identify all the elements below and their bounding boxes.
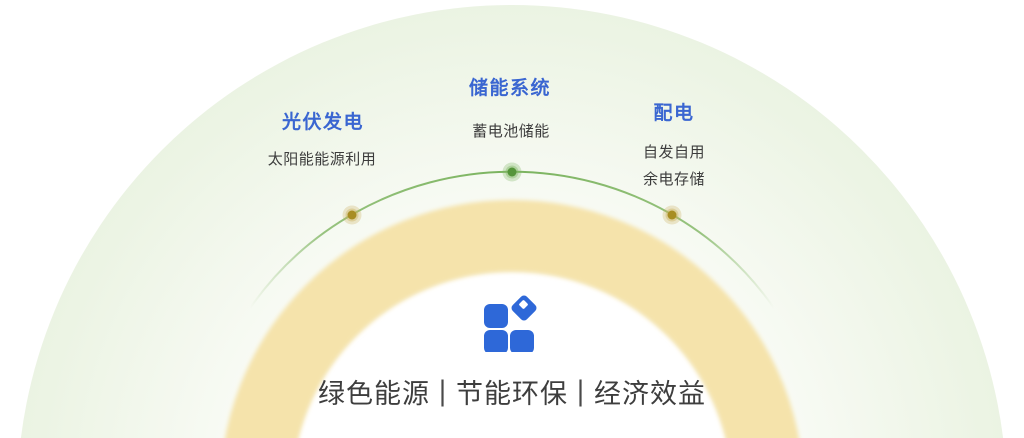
distribution-sub-line-2: 余电存储 xyxy=(642,171,705,188)
slogan-part-2: 节能环保 xyxy=(456,379,568,409)
slogan-separator: | xyxy=(577,375,586,407)
storage-node-title: 储能系统 xyxy=(468,78,551,99)
slogan-part-3: 经济效益 xyxy=(594,379,707,409)
slogan-separator: | xyxy=(438,375,447,407)
distribution-sub-line-1: 自发自用 xyxy=(642,144,705,161)
apps-grid-diamond-icon xyxy=(482,292,542,354)
pv-node-subtitle: 太阳能能源利用 xyxy=(267,151,377,168)
distribution-node-subtitle: 自发自用 余电存储 xyxy=(559,139,789,193)
pv-node-title: 光伏发电 xyxy=(281,112,364,133)
apps-grid-diamond-icon-svg xyxy=(484,295,537,354)
distribution-node-title: 配电 xyxy=(653,103,695,124)
slogan-bar: 绿色能源 | 节能环保 | 经济效益 xyxy=(0,372,1024,411)
slogan-part-1: 绿色能源 xyxy=(317,379,430,409)
storage-node-subtitle: 蓄电池储能 xyxy=(472,123,550,140)
